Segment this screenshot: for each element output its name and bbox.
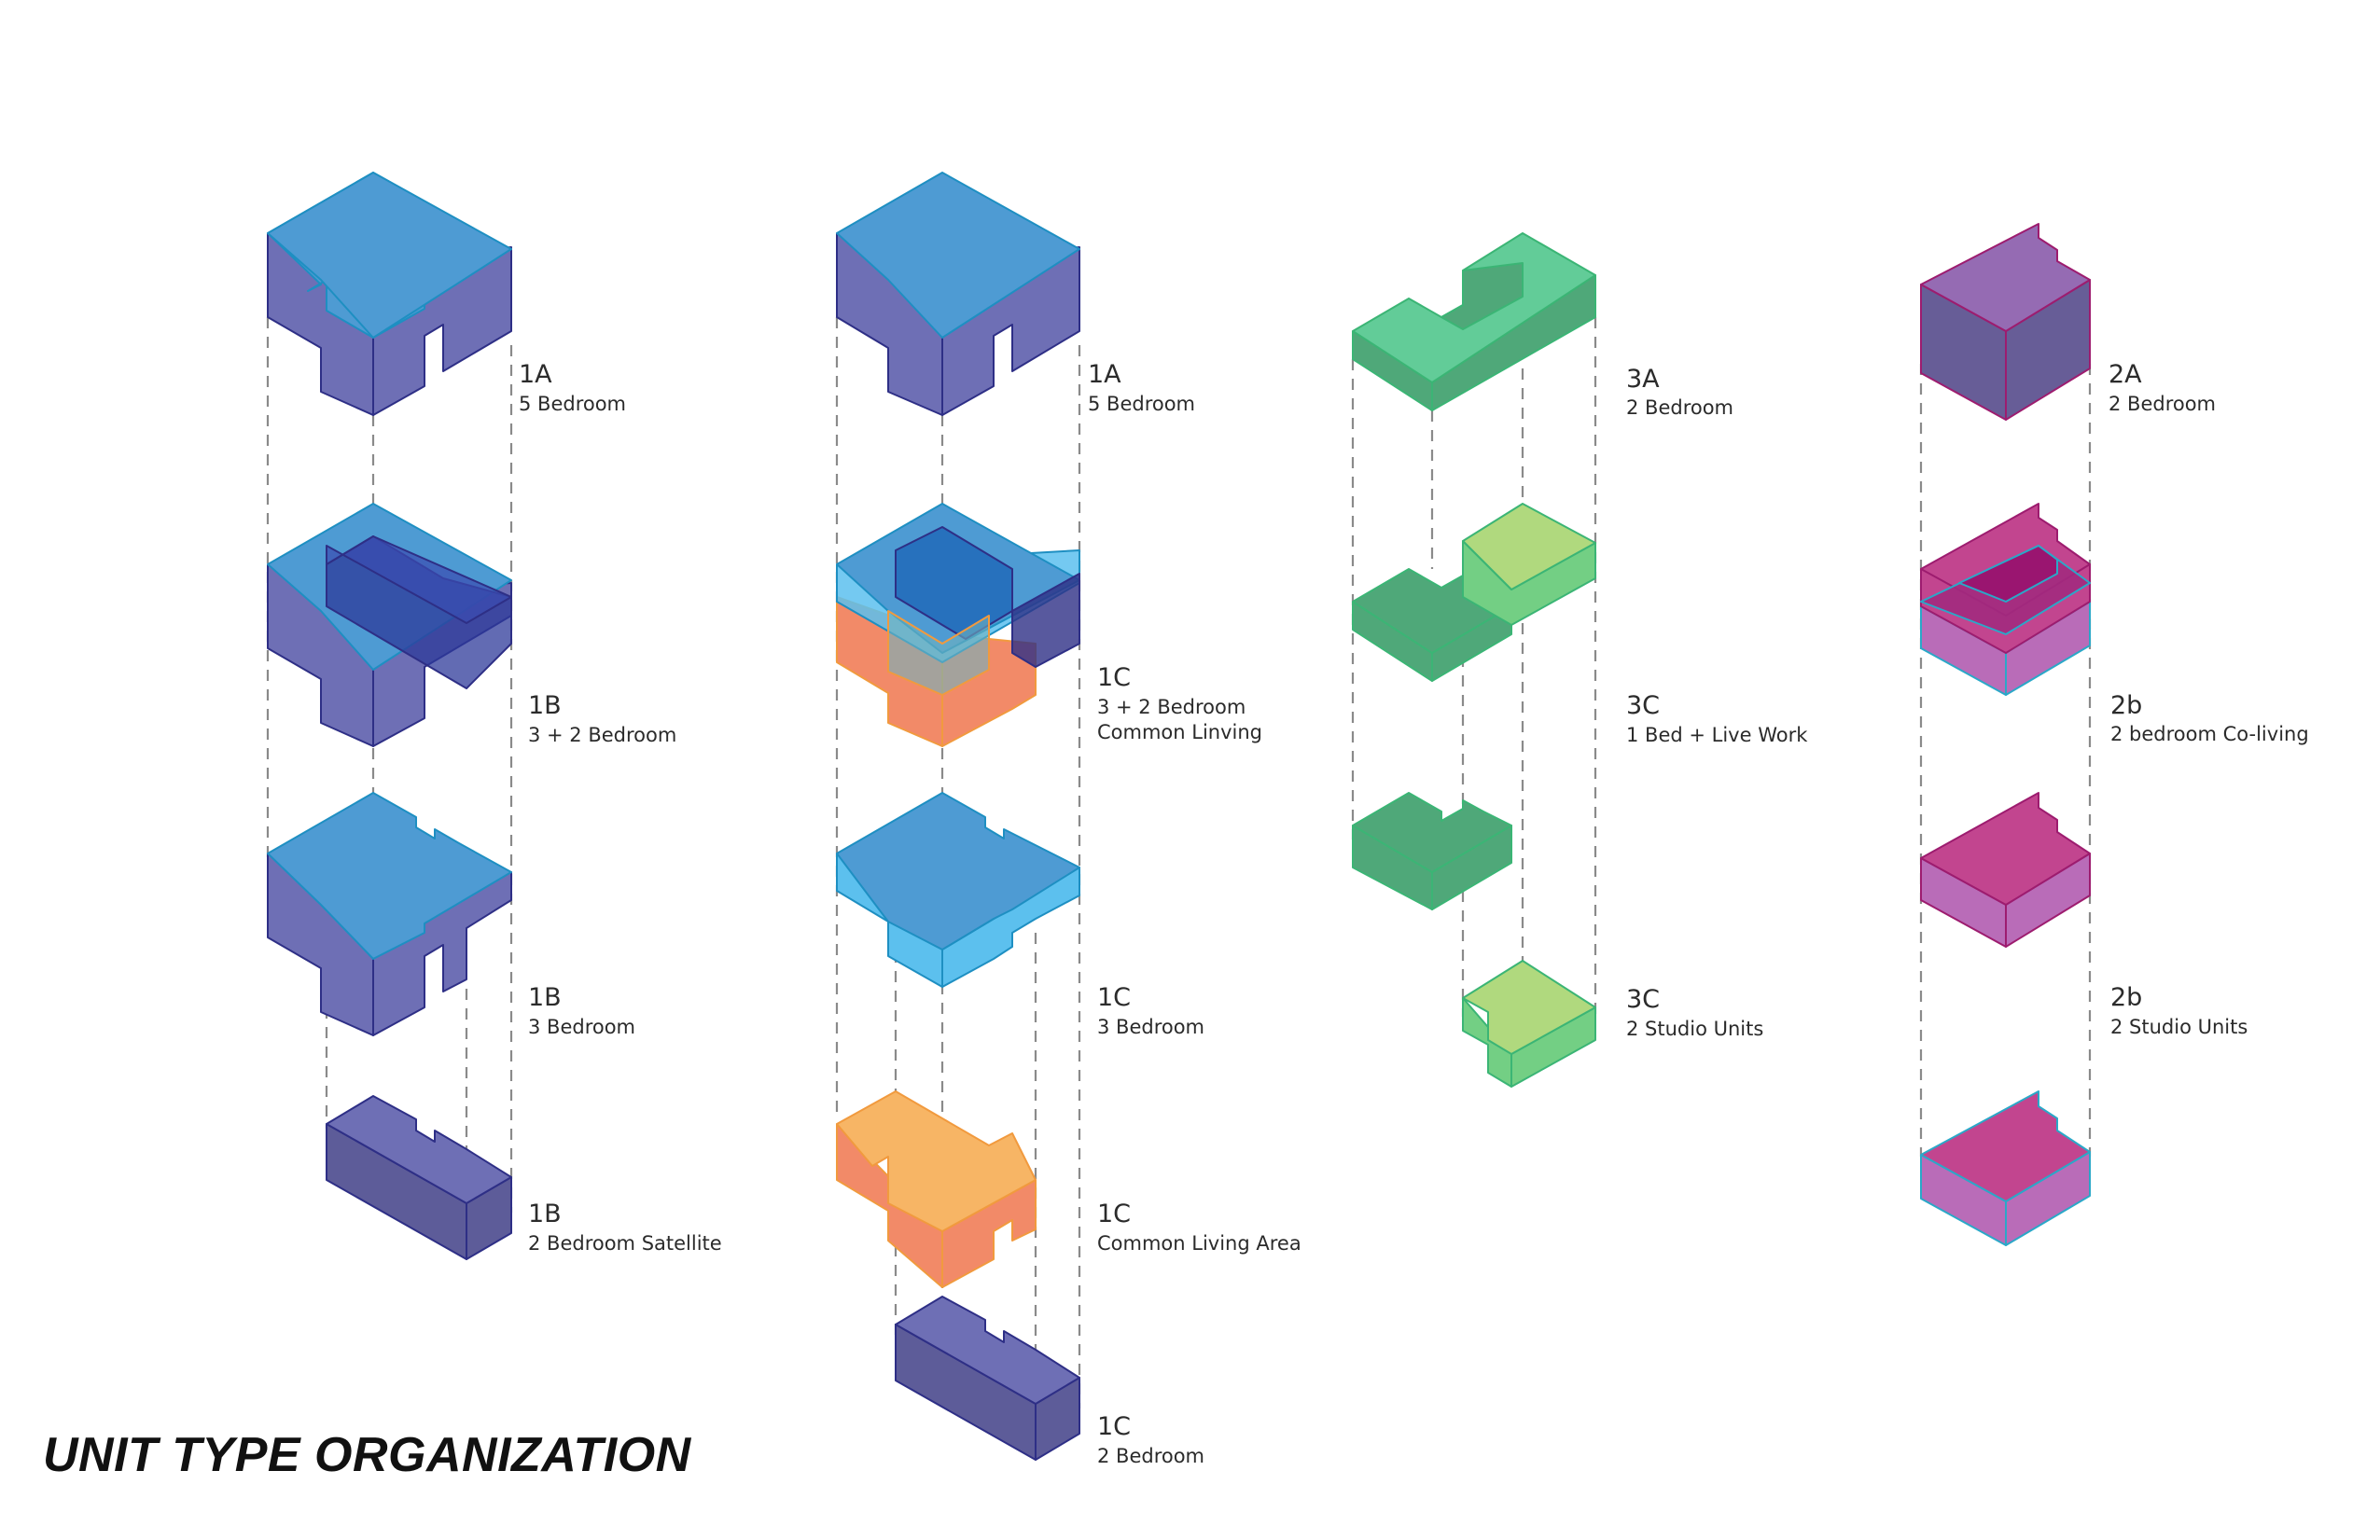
block-1c-2-bedroom bbox=[895, 1296, 1080, 1461]
block-3c-1-bed-live-work bbox=[1352, 503, 1596, 682]
label-desc: 2 bedroom Co-living bbox=[2110, 723, 2309, 745]
label-code: 1B bbox=[528, 983, 562, 1012]
label-desc-2: Common Linving bbox=[1097, 721, 1262, 743]
block-2a-2-bedroom bbox=[1920, 223, 2091, 421]
column-2 bbox=[836, 172, 1080, 1461]
label-desc: 3 + 2 Bedroom bbox=[1097, 696, 1246, 718]
block-1b-3-bedroom bbox=[267, 792, 512, 1036]
label-desc: 2 Bedroom bbox=[1097, 1445, 1204, 1467]
block-1b-2-bedroom-satellite bbox=[326, 1095, 512, 1260]
block-3c-green-unit bbox=[1352, 792, 1512, 910]
block-1a-5-bedroom-col2 bbox=[836, 172, 1080, 416]
label-desc: 5 Bedroom bbox=[519, 393, 626, 415]
block-1c-3-bedroom bbox=[836, 792, 1080, 988]
block-1a-5-bedroom bbox=[267, 172, 512, 416]
label-code: 2A bbox=[2109, 360, 2142, 389]
label-code: 2b bbox=[2110, 691, 2142, 720]
block-1b-3-2-bedroom bbox=[267, 503, 512, 747]
block-3c-2-studio-units bbox=[1462, 960, 1596, 1088]
label-desc: 3 Bedroom bbox=[528, 1016, 635, 1038]
block-2b-co-living bbox=[1920, 503, 2091, 696]
label-desc: 2 Studio Units bbox=[1626, 1018, 1763, 1040]
block-2b-magenta-unit bbox=[1920, 792, 2091, 948]
unit-labels: 1A 5 Bedroom 1B 3 + 2 Bedroom 1B 3 Bedro… bbox=[519, 360, 2309, 1467]
label-code: 3C bbox=[1626, 691, 1660, 720]
label-desc: 2 Bedroom bbox=[2109, 393, 2216, 415]
label-code: 1B bbox=[528, 1200, 562, 1228]
label-desc: 5 Bedroom bbox=[1088, 393, 1195, 415]
label-code: 2b bbox=[2110, 983, 2142, 1012]
label-code: 1C bbox=[1097, 983, 1131, 1012]
label-code: 3A bbox=[1626, 365, 1660, 394]
column-4 bbox=[1920, 223, 2091, 1246]
label-desc: 2 Bedroom Satellite bbox=[528, 1232, 722, 1255]
label-code: 1B bbox=[528, 691, 562, 720]
label-code: 1C bbox=[1097, 1412, 1131, 1441]
block-1c-3-2-common-living bbox=[836, 503, 1080, 747]
label-code: 3C bbox=[1626, 985, 1660, 1014]
block-3a-2-bedroom bbox=[1352, 232, 1596, 411]
label-code: 1A bbox=[1088, 360, 1121, 389]
label-code: 1C bbox=[1097, 1200, 1131, 1228]
label-desc: 1 Bed + Live Work bbox=[1626, 724, 1808, 746]
label-code: 1A bbox=[519, 360, 552, 389]
label-desc: 3 Bedroom bbox=[1097, 1016, 1204, 1038]
label-desc: Common Living Area bbox=[1097, 1232, 1301, 1255]
label-desc: 2 Bedroom bbox=[1626, 396, 1733, 419]
page-title: UNIT TYPE ORGANIZATION bbox=[43, 1428, 691, 1482]
label-desc: 3 + 2 Bedroom bbox=[528, 724, 676, 746]
label-code: 1C bbox=[1097, 663, 1131, 692]
block-1c-common-living-area bbox=[836, 1090, 1037, 1288]
column-3 bbox=[1352, 232, 1596, 1088]
label-desc: 2 Studio Units bbox=[2110, 1016, 2248, 1038]
column-1 bbox=[267, 172, 512, 1260]
block-2b-studio-units bbox=[1920, 1090, 2091, 1246]
